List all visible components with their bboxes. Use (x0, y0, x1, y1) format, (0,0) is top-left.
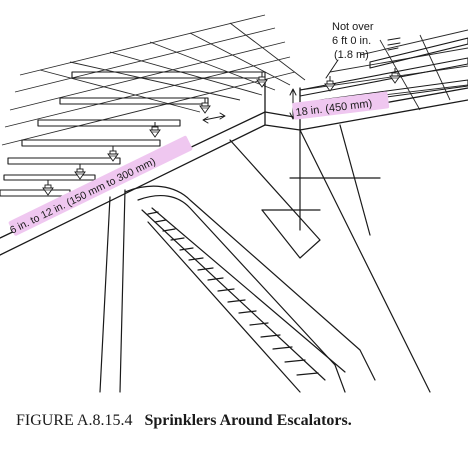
sprinkler-icon (149, 121, 161, 138)
caption-title: Sprinklers Around Escalators. (144, 412, 352, 429)
spacing-leader (325, 37, 401, 79)
dimension-arrow-icon (202, 112, 226, 124)
sprinkler-icon (74, 163, 86, 180)
escalator (124, 185, 376, 393)
max-spacing-line1: Not over (332, 21, 374, 33)
draft-stop (0, 79, 468, 256)
max-spacing-line3: (1.8 m) (334, 49, 369, 61)
label-draft-stop-depth: 18 in. (450 mm) (292, 91, 390, 120)
caption-number: FIGURE A.8.15.4 (16, 412, 133, 429)
sprinkler-icon (42, 179, 54, 196)
ceiling-grid (1, 14, 306, 146)
figure-caption: FIGURE A.8.15.4 Sprinklers Around Escalat… (16, 412, 456, 430)
max-spacing-line2: 6 ft 0 in. (332, 35, 371, 47)
floor-opening (99, 124, 431, 393)
label-max-spacing: Not over 6 ft 0 in. (1.8 m) (332, 21, 374, 61)
sprinkler-icon (107, 145, 119, 162)
label-sprinkler-offset: 6 in. to 12 in. (150 mm to 300 mm) (8, 135, 193, 237)
